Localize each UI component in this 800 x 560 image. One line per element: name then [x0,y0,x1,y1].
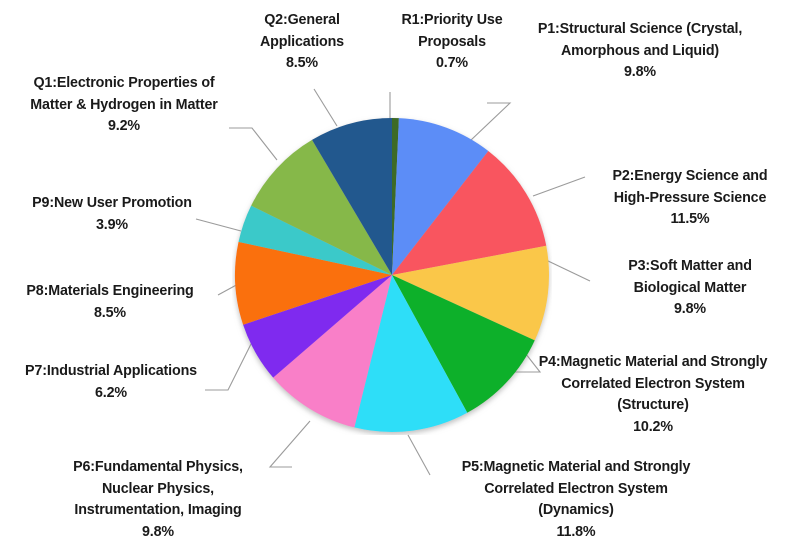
slice-label-r1-line-1: Proposals [418,33,486,50]
slice-label-r1: R1:Priority Use Proposals 0.7% [376,10,528,75]
slice-label-p2: P2:Energy Science and High-Pressure Scie… [584,166,796,231]
slice-label-p9-pct: 3.9% [96,216,128,233]
slice-label-q2-line-0: Q2:General [264,12,340,28]
slice-label-p4: P4:Magnetic Material and Strongly Correl… [508,352,798,439]
slice-label-p3-line-1: Biological Matter [633,279,747,296]
slice-label-p4-line-1: Correlated Electron System [561,375,745,392]
slice-label-q1-line-0: Q1:Electronic Properties of [33,75,215,91]
slice-label-p7-pct: 6.2% [95,384,127,401]
slice-label-p1-line-1: Amorphous and Liquid) [560,42,720,59]
pie-slice[interactable] [251,139,392,275]
slice-label-q2-line-1: Applications [260,33,344,50]
pie-slice[interactable] [243,275,392,378]
slice-label-p1-pct: 9.8% [624,64,656,81]
slice-label-p1: P1:Structural Science (Crystal, Amorphou… [490,19,790,84]
pie-slice-group [234,117,550,433]
slice-label-p6-line-2: Instrumentation, Imaging [74,502,242,519]
pie-slice[interactable] [392,117,399,275]
slice-label-p3: P3:Soft Matter and Biological Matter 9.8… [586,256,794,321]
slice-label-p6-line-1: Nuclear Physics, [101,480,215,497]
slice-label-p4-line-2: (Structure) [617,397,689,414]
slice-label-p6-pct: 9.8% [142,524,174,541]
slice-label-p5: P5:Magnetic Material and Strongly Correl… [426,457,726,544]
slice-label-p9-line-0: P9:New User Promotion [32,195,192,211]
pie-slice[interactable] [273,275,392,428]
slice-label-p1-line-0: P1:Structural Science (Crystal, [537,21,743,37]
slice-label-q1-pct: 9.2% [108,118,140,135]
pie-slice[interactable] [392,118,489,276]
pie-graphic [232,115,552,435]
pie-slice[interactable] [312,118,392,275]
slice-label-p6-line-0: P6:Fundamental Physics, [73,459,243,475]
slice-label-p2-line-1: High-Pressure Science [613,189,767,206]
slice-label-p7-line-0: P7:Industrial Applications [25,363,197,379]
slice-label-q2-pct: 8.5% [286,55,318,72]
slice-label-p9: P9:New User Promotion 3.9% [6,193,218,236]
slice-label-p5-line-0: P5:Magnetic Material and Strongly [461,459,691,475]
slice-label-q1: Q1:Electronic Properties of Matter & Hyd… [8,73,240,138]
pie-slice[interactable] [234,241,392,325]
pie-slice[interactable] [392,245,550,341]
slice-label-r1-line-0: R1:Priority Use [401,12,503,28]
slice-label-p2-line-0: P2:Energy Science and [612,168,768,184]
slice-label-p3-line-0: P3:Soft Matter and [628,258,752,274]
pie-slice[interactable] [392,275,535,413]
slice-label-p8-line-0: P8:Materials Engineering [26,283,194,299]
pie-slice[interactable] [354,275,468,433]
slice-label-p4-pct: 10.2% [633,419,673,436]
slice-label-p6: P6:Fundamental Physics, Nuclear Physics,… [26,457,290,544]
slice-label-p4-line-0: P4:Magnetic Material and Strongly [538,354,768,370]
slice-label-r1-pct: 0.7% [436,55,468,72]
slice-label-p5-pct: 11.8% [556,524,596,541]
slice-label-p3-pct: 9.8% [674,301,706,318]
slice-label-q2: Q2:General Applications 8.5% [228,10,376,75]
pie-svg [234,117,550,433]
slice-label-q1-line-1: Matter & Hydrogen in Matter [30,96,218,113]
pie-slice[interactable] [238,205,392,275]
slice-label-p8: P8:Materials Engineering 8.5% [4,281,216,324]
slice-label-p5-line-2: (Dynamics) [538,502,614,519]
pie-slice[interactable] [392,151,547,275]
slice-label-p5-line-1: Correlated Electron System [484,480,668,497]
slice-label-p2-pct: 11.5% [670,211,710,228]
leader-line-p3 [545,259,591,282]
slice-label-p8-pct: 8.5% [94,304,126,321]
slice-label-p7: P7:Industrial Applications 6.2% [2,361,220,404]
